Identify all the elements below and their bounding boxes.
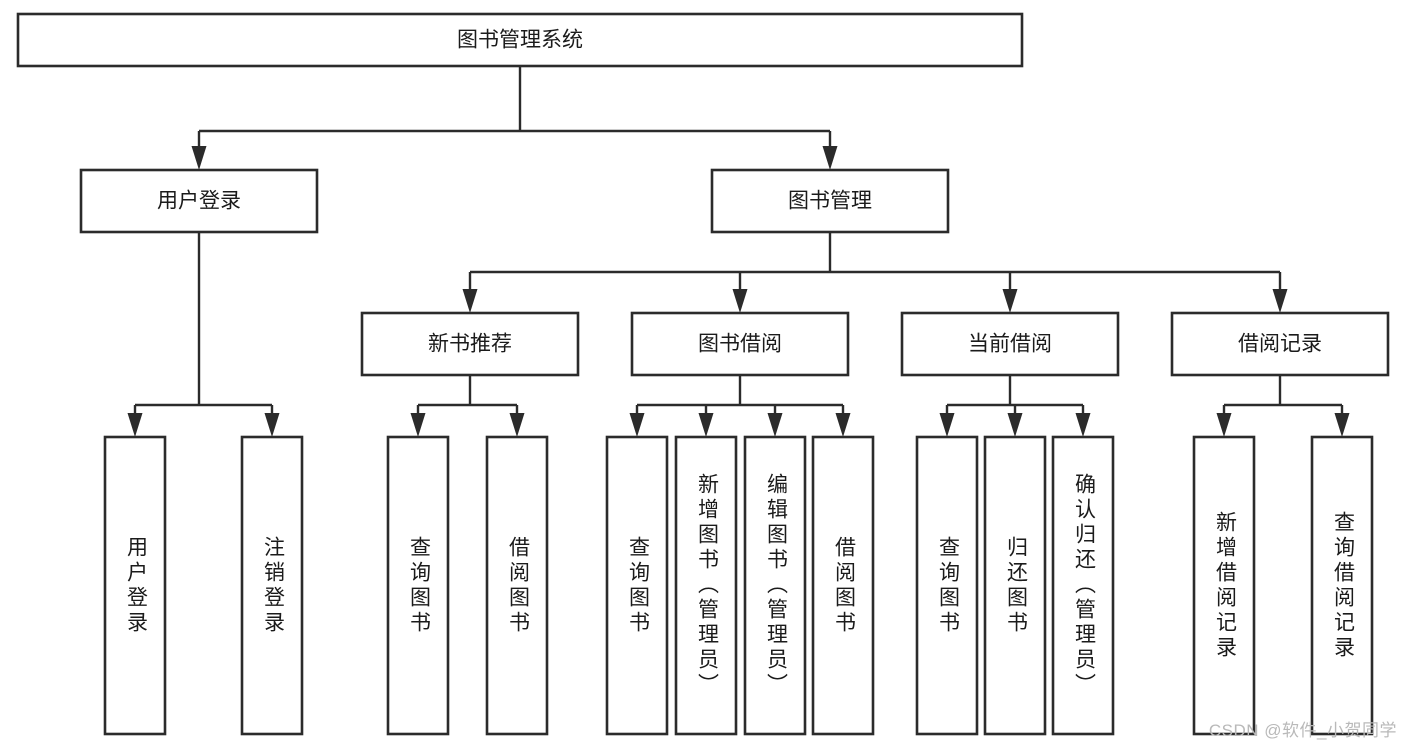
node-box-leaf-编辑图书-管理员[interactable]: [743, 435, 807, 736]
arrow-down-icon-leaf-查询图书: [939, 413, 955, 437]
node-box-用户登录[interactable]: [79, 168, 319, 234]
node-box-图书借阅[interactable]: [630, 311, 850, 377]
arrow-down-icon-leaf-编辑图书-管理员: [767, 413, 783, 437]
watermark-text: CSDN @软件_小贺同学: [1208, 721, 1397, 740]
node-box-leaf-新增借阅记录[interactable]: [1192, 435, 1256, 736]
node-box-leaf-用户登录[interactable]: [103, 435, 167, 736]
node-label-借阅记录: 借阅记录: [1238, 333, 1322, 356]
node-label-新书推荐: 新书推荐: [428, 333, 512, 356]
arrow-down-icon-leaf-查询图书: [410, 413, 426, 437]
arrow-down-icon-leaf-归还图书: [1007, 413, 1023, 437]
arrow-down-icon-leaf-查询图书: [629, 413, 645, 437]
node-box-layer: [16, 12, 1390, 736]
arrow-down-icon-leaf-借阅图书: [509, 413, 525, 437]
arrow-down-icon-leaf-新增借阅记录: [1216, 413, 1232, 437]
node-box-当前借阅[interactable]: [900, 311, 1120, 377]
node-box-leaf-借阅图书[interactable]: [811, 435, 875, 736]
node-box-leaf-注销登录[interactable]: [240, 435, 304, 736]
connector-layer: [127, 66, 1350, 437]
arrow-down-icon-用户登录: [191, 146, 207, 170]
node-box-图书管理[interactable]: [710, 168, 950, 234]
arrow-down-icon-借阅记录: [1272, 289, 1288, 313]
arrow-down-icon-leaf-查询借阅记录: [1334, 413, 1350, 437]
node-box-root-图书管理系统[interactable]: [16, 12, 1024, 68]
node-box-leaf-查询图书[interactable]: [386, 435, 450, 736]
arrow-down-icon-当前借阅: [1002, 289, 1018, 313]
arrow-down-icon-leaf-用户登录: [127, 413, 143, 437]
arrow-down-icon-新书推荐: [462, 289, 478, 313]
node-box-leaf-查询借阅记录[interactable]: [1310, 435, 1374, 736]
node-box-leaf-查询图书[interactable]: [605, 435, 669, 736]
node-box-leaf-确认归还-管理员[interactable]: [1051, 435, 1115, 736]
arrow-down-icon-图书借阅: [732, 289, 748, 313]
arrow-down-icon-leaf-确认归还-管理员: [1075, 413, 1091, 437]
node-box-leaf-归还图书[interactable]: [983, 435, 1047, 736]
node-label-图书借阅: 图书借阅: [698, 333, 782, 356]
node-label-图书管理: 图书管理: [788, 190, 872, 213]
node-box-leaf-查询图书[interactable]: [915, 435, 979, 736]
node-label-当前借阅: 当前借阅: [968, 333, 1052, 356]
arrow-down-icon-leaf-借阅图书: [835, 413, 851, 437]
node-box-借阅记录[interactable]: [1170, 311, 1390, 377]
node-label-用户登录: 用户登录: [157, 190, 241, 213]
node-box-leaf-借阅图书[interactable]: [485, 435, 549, 736]
node-box-leaf-新增图书-管理员[interactable]: [674, 435, 738, 736]
arrow-down-icon-leaf-注销登录: [264, 413, 280, 437]
node-label-root: 图书管理系统: [457, 29, 583, 52]
arrow-down-icon-leaf-新增图书-管理员: [698, 413, 714, 437]
node-box-新书推荐[interactable]: [360, 311, 580, 377]
arrow-down-icon-图书管理: [822, 146, 838, 170]
